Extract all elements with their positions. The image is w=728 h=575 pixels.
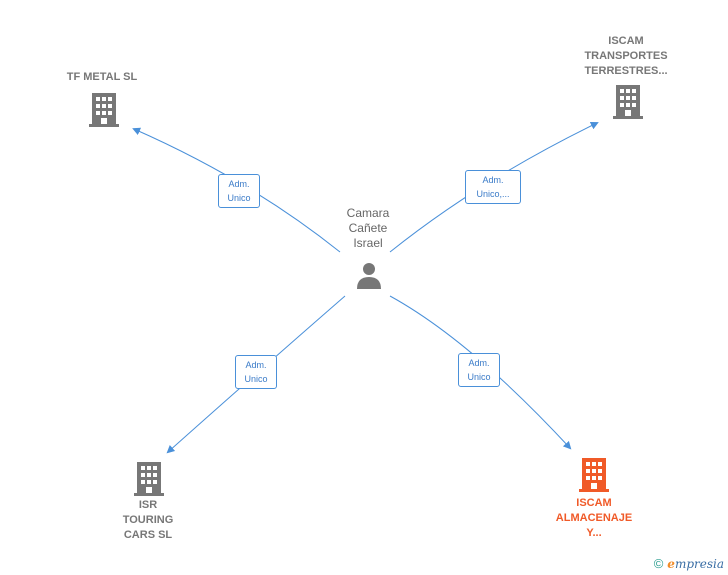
copyright-icon: © xyxy=(653,556,664,571)
company-label-iscam-transportes[interactable]: ISCAM TRANSPORTES TERRESTRES... xyxy=(584,35,668,77)
relation-label-tf-metal[interactable]: Adm. Unico xyxy=(218,174,260,208)
building-icon[interactable] xyxy=(88,91,120,127)
person-icon[interactable] xyxy=(354,260,384,290)
relation-label-iscam-almacenaje[interactable]: Adm. Unico xyxy=(458,353,500,387)
building-icon[interactable] xyxy=(578,456,610,492)
company-label-tf-metal[interactable]: TF METAL SL xyxy=(66,71,138,83)
footer-brand: © empresia xyxy=(654,556,724,571)
relation-label-isr-touring[interactable]: Adm. Unico xyxy=(235,355,277,389)
relation-label-iscam-transportes[interactable]: Adm. Unico,... xyxy=(465,170,521,204)
building-icon[interactable] xyxy=(133,460,165,496)
company-label-iscam-almacenaje[interactable]: ISCAM ALMACENAJE Y... xyxy=(555,497,633,539)
company-label-isr-touring[interactable]: ISR TOURING CARS SL xyxy=(122,499,174,541)
brand-rest: mpresia xyxy=(674,556,724,571)
person-name[interactable]: Camara Cañete Israel xyxy=(346,206,390,250)
building-icon[interactable] xyxy=(612,83,644,119)
brand-logo[interactable]: empresia xyxy=(667,557,724,571)
brand-initial: e xyxy=(667,556,675,571)
